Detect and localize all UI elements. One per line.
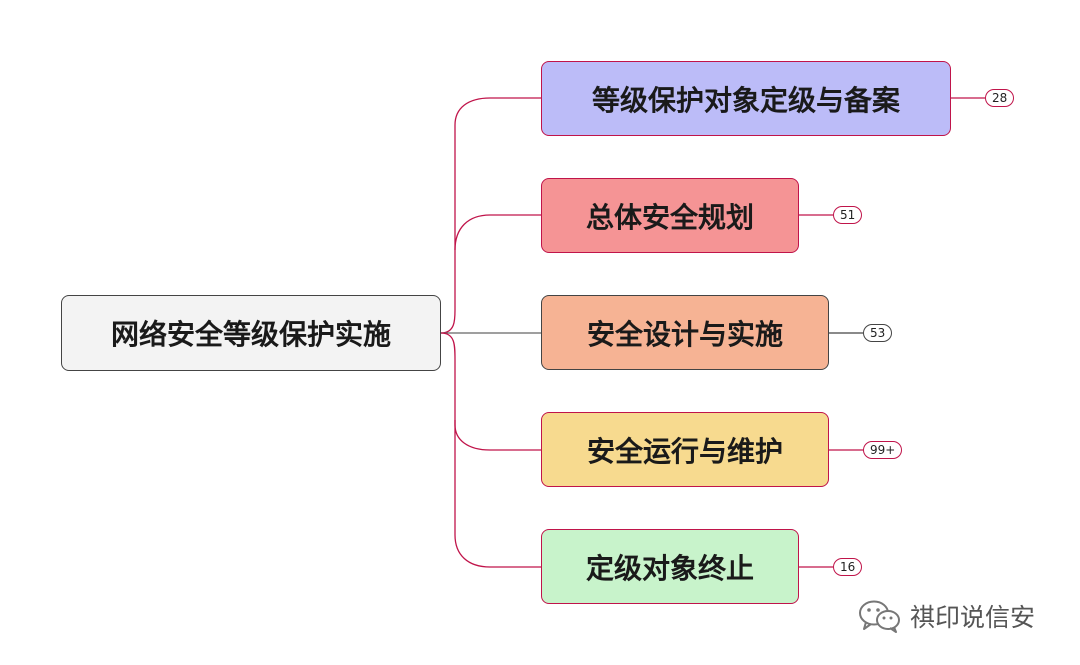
wechat-icon <box>859 600 900 633</box>
collapse-count-badge-3[interactable]: 53 <box>863 324 893 342</box>
connector-branch-1 <box>440 97 541 334</box>
branch-topic-label: 安全运行与维护 <box>586 434 783 468</box>
collapse-count-badge-5[interactable]: 16 <box>833 558 863 576</box>
watermark: 祺印说信安 <box>858 598 1035 634</box>
branch-topic-label: 总体安全规划 <box>585 200 754 234</box>
connector-branch-2 <box>454 214 541 251</box>
branch-topic-5[interactable]: 定级对象终止 <box>541 529 799 604</box>
branch-topic-1[interactable]: 等级保护对象定级与备案 <box>541 61 951 136</box>
branch-topic-label: 等级保护对象定级与备案 <box>591 83 900 117</box>
connector-branch-4 <box>440 332 541 451</box>
watermark-text: 祺印说信安 <box>910 603 1036 632</box>
branch-topic-label: 定级对象终止 <box>585 551 754 585</box>
connector-branch-5 <box>454 420 541 568</box>
branch-topic-label: 安全设计与实施 <box>586 317 783 351</box>
branch-topic-2[interactable]: 总体安全规划 <box>541 178 799 253</box>
branch-topic-3[interactable]: 安全设计与实施 <box>541 295 829 370</box>
collapse-count-badge-1[interactable]: 28 <box>985 89 1015 107</box>
root-topic-label: 网络安全等级保护实施 <box>110 318 391 351</box>
root-topic[interactable]: 网络安全等级保护实施 <box>61 295 441 371</box>
collapse-count-badge-2[interactable]: 51 <box>833 206 863 224</box>
branch-topic-4[interactable]: 安全运行与维护 <box>541 412 829 487</box>
collapse-count-badge-4[interactable]: 99+ <box>863 441 903 459</box>
